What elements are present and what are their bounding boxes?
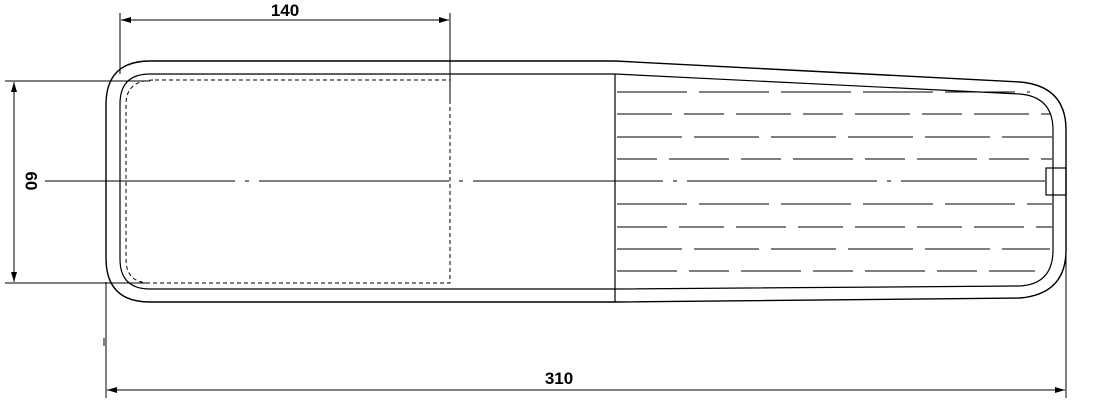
grip-texture (617, 91, 1052, 272)
inner-body-outline (119, 73, 1054, 290)
dimension-height: 60 (5, 80, 150, 284)
outer-body-outline (105, 60, 1067, 303)
dimension-label-height: 60 (22, 172, 41, 191)
dimension-top-width: 140 (119, 1, 451, 100)
dimension-label-top-width: 140 (271, 1, 299, 20)
dimension-label-overall-length: 310 (545, 369, 573, 388)
end-tab (1045, 167, 1067, 196)
dimension-overall-length: 310 (103, 195, 1067, 398)
